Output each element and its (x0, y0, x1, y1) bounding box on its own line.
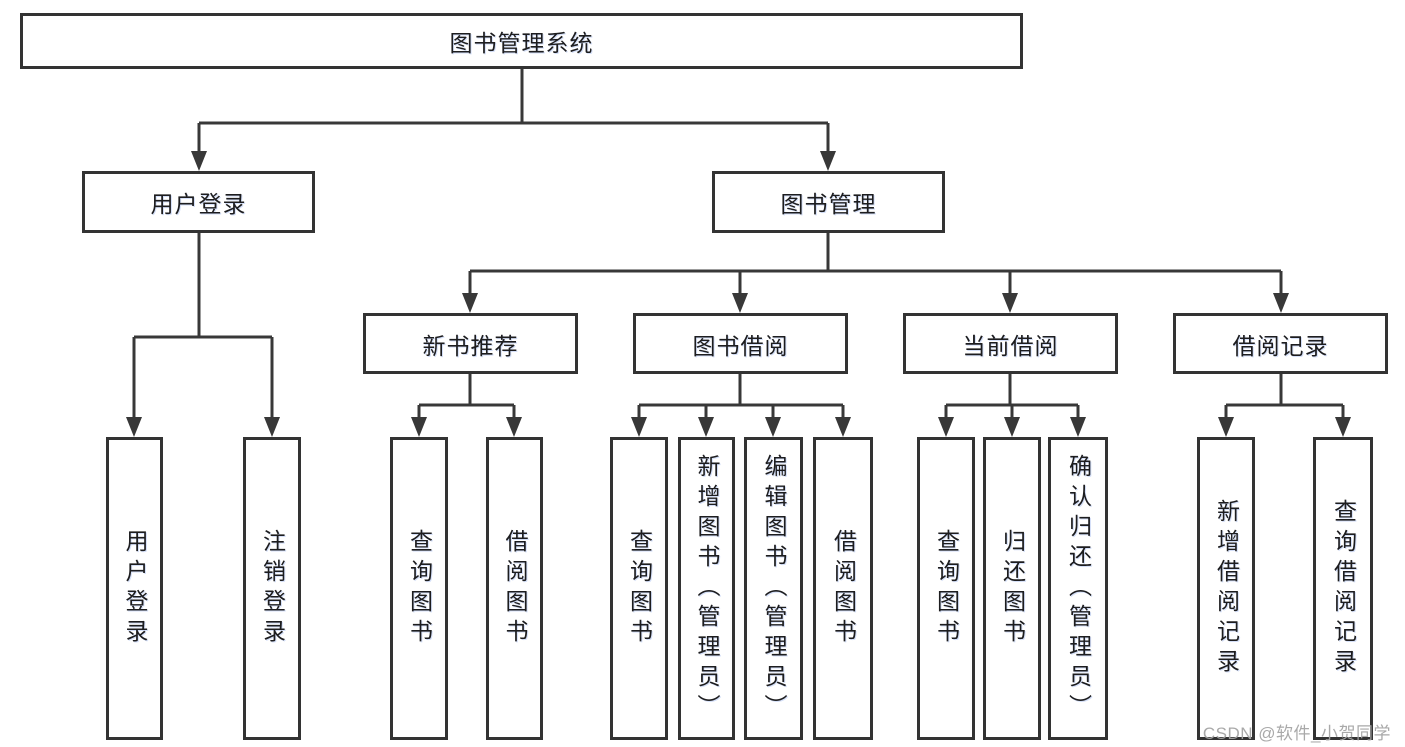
node-book-management: 图书管理 (712, 171, 945, 233)
leaf-current-confirm-return-admin: 确认归还（管理员） (1048, 437, 1108, 740)
leaf-current-return-books: 归还图书 (983, 437, 1041, 740)
leaf-record-add-borrow-record: 新增借阅记录 (1197, 437, 1255, 740)
leaf-borrow-edit-books-admin: 编辑图书（管理员） (744, 437, 803, 740)
node-user-login: 用户登录 (82, 171, 315, 233)
watermark-text: CSDN @软件_小贺同学 (1202, 724, 1391, 743)
node-root-system: 图书管理系统 (20, 13, 1023, 69)
leaf-current-query-books: 查询图书 (917, 437, 975, 740)
leaf-newbook-query-books: 查询图书 (390, 437, 448, 740)
node-book-borrowing: 图书借阅 (633, 313, 848, 374)
node-borrowing-records: 借阅记录 (1173, 313, 1388, 374)
leaf-record-query-borrow-record: 查询借阅记录 (1313, 437, 1373, 740)
arrowheads (126, 151, 1351, 437)
leaf-borrow-add-books-admin: 新增图书（管理员） (678, 437, 735, 740)
leaf-user-login: 用户登录 (106, 437, 163, 740)
leaf-borrow-query-books: 查询图书 (610, 437, 668, 740)
leaf-newbook-borrow-books: 借阅图书 (486, 437, 543, 740)
leaf-borrow-borrow-books: 借阅图书 (813, 437, 873, 740)
node-current-borrowing: 当前借阅 (903, 313, 1118, 374)
leaf-logout: 注销登录 (243, 437, 301, 740)
node-new-book-recommend: 新书推荐 (363, 313, 578, 374)
